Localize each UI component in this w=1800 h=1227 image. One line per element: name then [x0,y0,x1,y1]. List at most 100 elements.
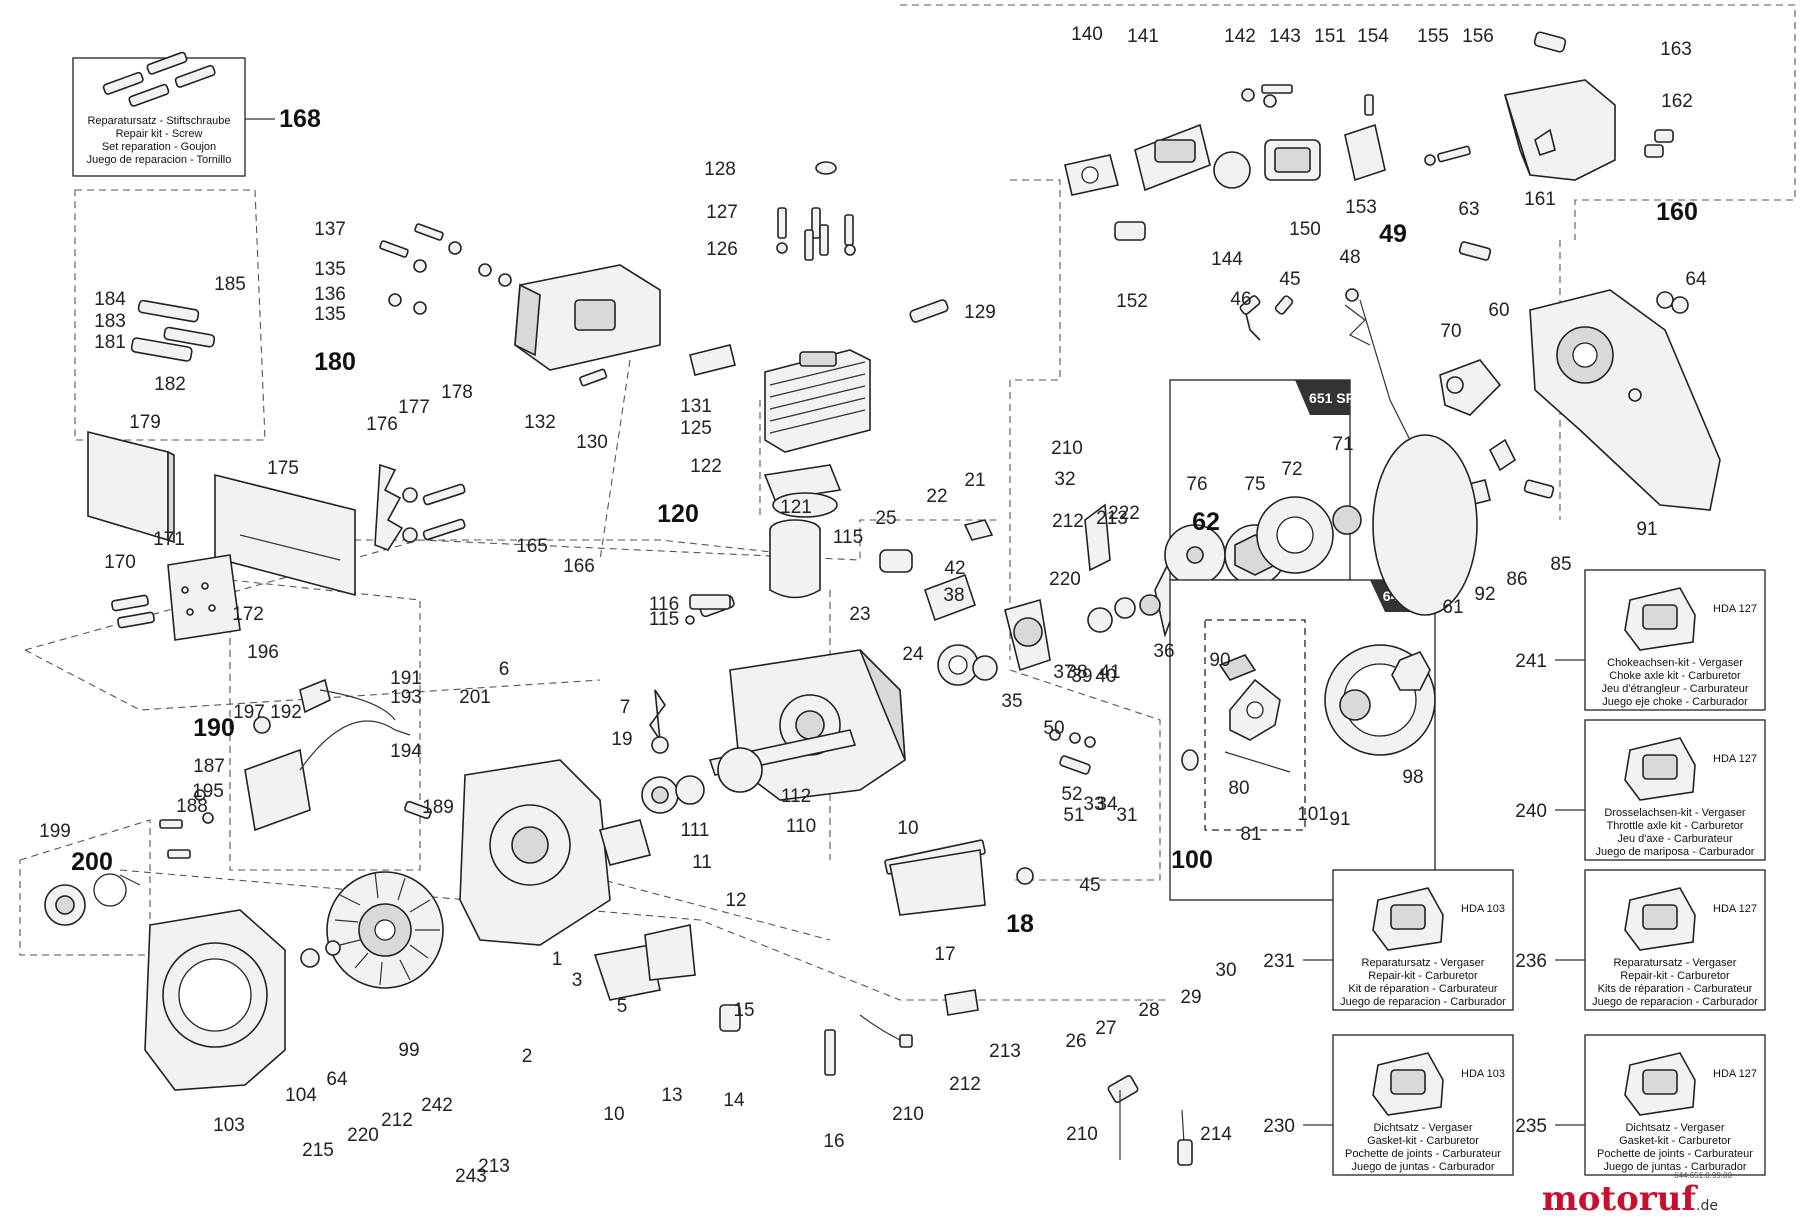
callout-193: 193 [390,687,422,708]
callout-62: 62 [1192,508,1220,536]
callout-188: 188 [176,796,208,817]
callout-12: 12 [725,890,746,911]
callout-52: 52 [1061,784,1082,805]
callout-142: 142 [1224,26,1256,47]
chain-brake-parts [879,295,1294,775]
fan-blades [326,871,444,989]
kit-number: 240 [1515,801,1547,822]
callout-6: 6 [499,659,510,680]
kit-code: HDA 127 [1713,1068,1757,1080]
callout-24: 24 [902,644,924,665]
kit-text-line: Dichtsatz - Vergaser [1625,1122,1724,1134]
callout-141: 141 [1127,26,1159,47]
callout-29: 29 [1180,987,1201,1008]
kit-text-line: Juego de juntas - Carburador [1603,1161,1746,1173]
callout-5: 5 [617,996,628,1017]
callout-127: 127 [706,202,738,223]
callout-194: 194 [390,741,422,762]
callout-144: 144 [1211,249,1243,270]
callout-129: 129 [964,302,996,323]
kit-text-line: Gasket-kit - Carburetor [1367,1135,1479,1147]
callout-34: 34 [1096,794,1118,815]
callout-189: 189 [422,797,454,818]
kit-code: HDA 127 [1713,603,1757,615]
callout-215: 215 [302,1140,334,1161]
callout-10: 10 [603,1104,624,1125]
callout-101: 101 [1297,804,1329,825]
callout-197: 197 [233,702,265,723]
callout-49: 49 [1379,220,1407,248]
callout-179: 179 [129,412,161,433]
callout-143: 143 [1269,26,1301,47]
callout-135: 135 [314,259,346,280]
watermark-brand: motoruf.de [1542,1179,1718,1219]
callout-170: 170 [104,552,136,573]
callout-210: 210 [892,1104,924,1125]
callout-92: 92 [1474,584,1495,605]
callout-61: 61 [1442,597,1463,618]
callout-110: 110 [786,816,816,837]
kit-text-line: Repair-kit - Carburetor [1620,970,1730,982]
kit-text-line: Pochette de joints - Carburateur [1597,1148,1753,1160]
kit-text-line: Repair-kit - Carburetor [1368,970,1478,982]
callout-175: 175 [267,458,299,479]
callout-111: 111 [681,820,710,841]
callout-19: 19 [611,729,632,750]
callout-80: 80 [1228,778,1249,799]
callout-210: 210 [1066,1124,1098,1145]
callout-98: 98 [1402,767,1423,788]
callout-156: 156 [1462,26,1494,47]
callout-121: 121 [780,497,812,518]
callout-13: 13 [661,1085,682,1106]
kit-text-line: Reparatursatz - Vergaser [1614,957,1737,969]
callout-104: 104 [285,1085,317,1106]
kit-text-line: Gasket-kit - Carburetor [1619,1135,1731,1147]
callout-172: 172 [232,604,264,625]
kit-text-line: Kits de réparation - Carburateur [1598,983,1753,995]
callout-63: 63 [1458,199,1479,220]
callout-48: 48 [1339,247,1360,268]
callout-81: 81 [1240,824,1261,845]
callout-39: 39 [1071,666,1092,687]
callout-21: 21 [964,470,985,491]
crankcase-assembly [459,594,906,946]
callout-125: 125 [680,418,712,439]
callout-182: 182 [154,374,186,395]
callout-177: 177 [398,397,430,418]
tools [1107,1075,1193,1166]
callout-242: 242 [421,1095,453,1116]
callout-214: 214 [1200,1124,1232,1145]
bar-and-chain-parts [87,299,466,641]
kit-text-line: Juego de reparacion - Carburador [1592,996,1758,1008]
callout-100: 100 [1171,846,1213,874]
callout-17: 17 [934,944,955,965]
callout-26: 26 [1065,1031,1086,1052]
callout-191: 191 [390,668,422,689]
callout-37: 37 [1053,662,1074,683]
callout-1: 1 [552,949,563,970]
callout-72: 72 [1281,459,1302,480]
callout-165: 165 [516,536,548,557]
callout-201: 201 [459,687,491,708]
callout-183: 183 [94,311,126,332]
callout-212: 212 [949,1074,981,1095]
callout-16: 16 [823,1131,844,1152]
kit-text-line: Juego eje choke - Carburador [1602,696,1748,708]
callout-36: 36 [1153,641,1174,662]
callout-32: 32 [1054,469,1075,490]
callout-151: 151 [1314,26,1346,47]
callout-46: 46 [1230,289,1251,310]
callout-153: 153 [1345,197,1377,218]
callout-30: 30 [1215,960,1236,981]
variant-651sp-panel: 651 SP [1164,379,1362,586]
kit-168-line-2: Repair kit - Screw [116,128,203,140]
callout-7: 7 [620,697,631,718]
callout-176: 176 [366,414,398,435]
callout-23: 23 [849,604,870,625]
variant-651sp-label: 651 SP [1309,390,1355,406]
kit-168-line-3: Set reparation - Goujon [102,141,216,153]
